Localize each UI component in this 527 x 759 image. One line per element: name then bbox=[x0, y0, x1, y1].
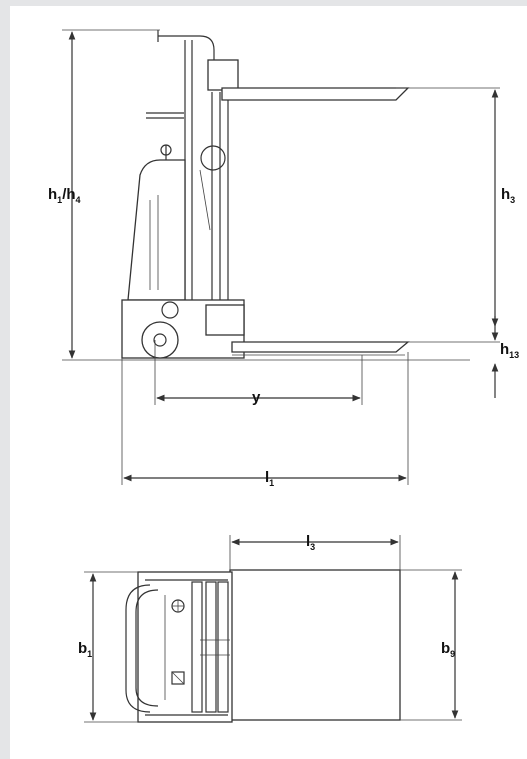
handle-loop bbox=[125, 584, 151, 713]
side-view: h1/h4 h3 h13 y l1 bbox=[48, 29, 519, 488]
drive-housing bbox=[127, 159, 186, 301]
control-panel-icon bbox=[171, 671, 185, 685]
label-h1-h4: h1/h4 bbox=[48, 186, 81, 205]
label-b1: b1 bbox=[78, 640, 92, 659]
hydraulic-unit bbox=[200, 145, 226, 171]
label-h3: h3 bbox=[501, 186, 515, 205]
fork-lowered bbox=[231, 341, 410, 353]
label-l3: l3 bbox=[306, 533, 315, 552]
label-l1: l1 bbox=[265, 469, 274, 488]
mast-top bbox=[158, 35, 215, 70]
label-y: y bbox=[252, 389, 261, 406]
drive-wheel bbox=[141, 321, 179, 359]
fork-raised bbox=[221, 87, 410, 101]
label-h13: h13 bbox=[500, 341, 519, 360]
fork-platform bbox=[229, 569, 401, 721]
carriage-raised bbox=[207, 59, 239, 91]
label-b9: b9 bbox=[441, 640, 455, 659]
top-view: l3 b1 b9 bbox=[78, 533, 462, 723]
